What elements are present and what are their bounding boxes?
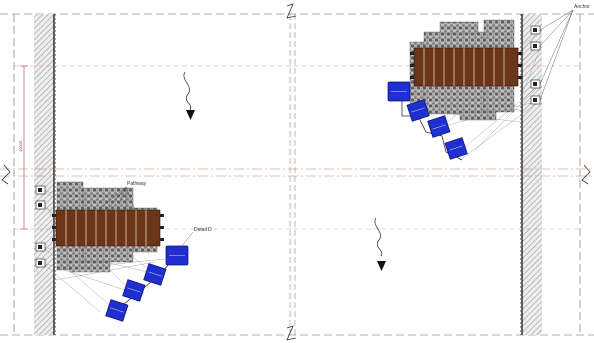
- pontoon-float: [105, 299, 129, 322]
- wavy-flow-arrow-icon: [183, 71, 195, 120]
- vertical-break-line: [286, 3, 297, 341]
- pathway-leaders: [95, 186, 137, 213]
- pathway-label: Pathway: [127, 181, 147, 187]
- reference-lines: [14, 65, 580, 230]
- left-wall: [34, 14, 56, 335]
- anchor-label: Anchor: [574, 4, 590, 10]
- dimension-label: 10000: [18, 140, 23, 152]
- anchor-block-icon: [35, 185, 46, 268]
- pontoon-float: [406, 99, 430, 122]
- outer-frame: [0, 13, 594, 336]
- pontoon-float: [122, 279, 146, 302]
- top-right-float-chain: [387, 81, 468, 161]
- pontoon-float: [427, 115, 451, 138]
- detail-label: Detail D: [194, 227, 212, 233]
- bottom-left-float-chain: [105, 245, 189, 322]
- right-wall: [520, 14, 542, 335]
- horizontal-centerline: [0, 164, 594, 185]
- pontoon-float: [143, 263, 167, 286]
- bottom-left-timber-crib: [52, 209, 164, 247]
- dimension-marker: 10000: [18, 65, 28, 230]
- wavy-flow-arrow-icon: [374, 217, 386, 271]
- detail-leader: [179, 231, 194, 249]
- top-right-timber-crib: [410, 47, 522, 87]
- anchor-leaders: [539, 9, 574, 101]
- pontoon-float: [444, 137, 468, 160]
